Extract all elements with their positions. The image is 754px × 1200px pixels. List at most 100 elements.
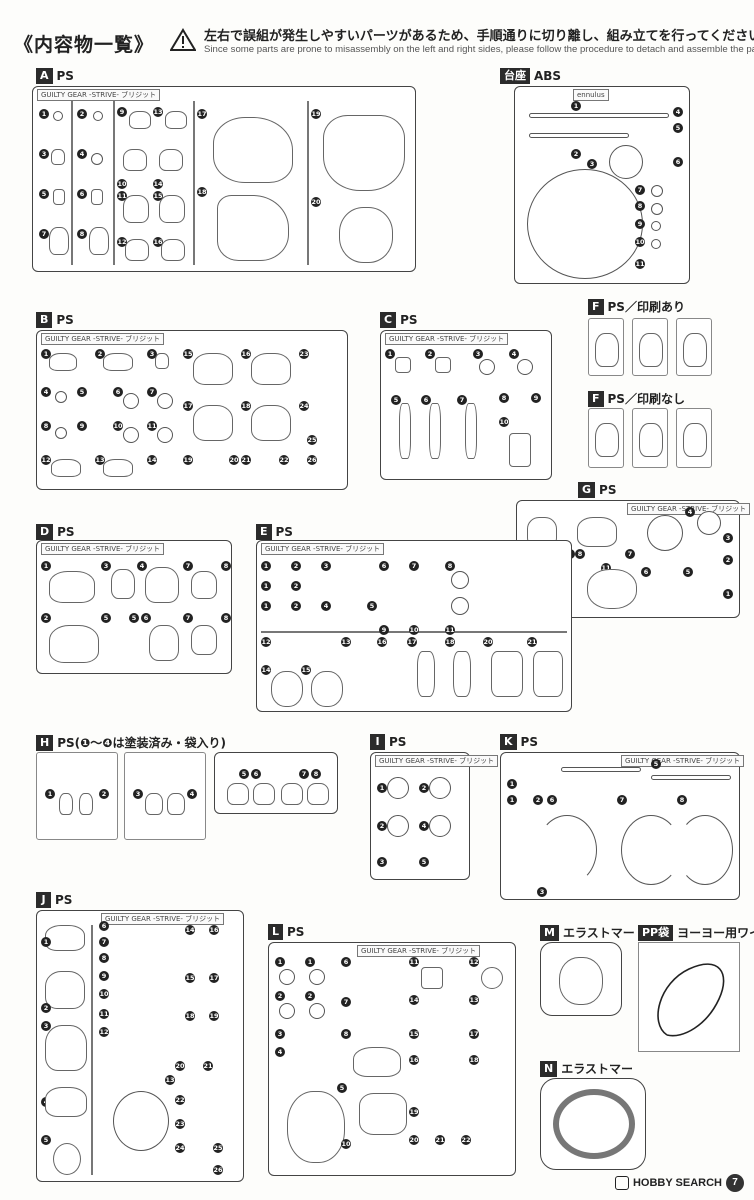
f1-part-3 xyxy=(676,318,712,376)
part-shape xyxy=(435,357,451,373)
part-number-badge: 1 xyxy=(41,937,51,947)
part-number-badge: 1 xyxy=(275,957,285,967)
part-number-badge: 10 xyxy=(341,1139,351,1149)
part-number-badge: 3 xyxy=(41,1021,51,1031)
part-number-badge: 2 xyxy=(377,821,387,831)
part-shape xyxy=(161,239,185,261)
part-number-badge: 23 xyxy=(299,349,309,359)
part-shape xyxy=(577,517,617,547)
part-shape xyxy=(529,113,669,118)
part-shape xyxy=(279,1003,295,1019)
part-shape xyxy=(309,1003,325,1019)
section-e-letter: E xyxy=(256,524,272,540)
part-shape xyxy=(271,671,303,707)
part-shape xyxy=(53,1143,81,1175)
part-shape xyxy=(49,625,99,663)
section-b-label: B PS xyxy=(36,312,74,328)
part-number-badge: 6 xyxy=(99,921,109,931)
section-base-letter: 台座 xyxy=(500,68,530,84)
runner-b: GUILTY GEAR -STRIVE- ブリジット 1 2 3 4 5 6 7… xyxy=(36,330,348,490)
part-shape xyxy=(639,333,663,367)
part-number-badge: 15 xyxy=(153,191,163,201)
part-number-badge: 3 xyxy=(275,1029,285,1039)
part-shape xyxy=(621,815,681,885)
part-number-badge: 4 xyxy=(41,387,51,397)
part-number-badge: 8 xyxy=(445,561,455,571)
part-shape xyxy=(91,925,93,1175)
part-shape xyxy=(89,227,109,255)
part-shape xyxy=(429,815,451,837)
section-pp-material: ヨーヨー用ワイヤー xyxy=(677,926,754,940)
part-shape xyxy=(253,783,275,805)
section-h-letter: H xyxy=(36,734,54,751)
part-number-badge: 5 xyxy=(391,395,401,405)
runner-base-tag: ennulus xyxy=(573,89,609,101)
part-shape xyxy=(103,459,133,477)
part-shape xyxy=(71,101,73,265)
part-number-badge: 10 xyxy=(409,625,419,635)
part-number-badge: 1 xyxy=(571,101,581,111)
part-shape xyxy=(639,423,663,457)
part-number-badge: 16 xyxy=(241,349,251,359)
part-number-badge: 11 xyxy=(445,625,455,635)
part-shape xyxy=(49,227,69,255)
part-shape xyxy=(165,111,187,129)
part-shape xyxy=(113,101,115,265)
part-number-badge: 10 xyxy=(635,237,645,247)
part-shape xyxy=(651,775,731,780)
part-shape xyxy=(307,101,309,265)
part-number-badge: 7 xyxy=(39,229,49,239)
footer: HOBBY SEARCH 7 xyxy=(614,1174,744,1192)
part-shape xyxy=(157,427,173,443)
part-shape xyxy=(49,353,77,371)
part-number-badge: 5 xyxy=(239,769,249,779)
part-shape xyxy=(359,1093,407,1135)
part-number-badge: 7 xyxy=(183,613,193,623)
part-number-badge: 5 xyxy=(41,1135,51,1145)
part-shape xyxy=(395,357,411,373)
part-shape xyxy=(49,571,95,603)
runner-c-tag: GUILTY GEAR -STRIVE- ブリジット xyxy=(385,333,509,345)
runner-d: GUILTY GEAR -STRIVE- ブリジット 1 3 4 7 8 2 5… xyxy=(36,540,232,674)
part-number-badge: 3 xyxy=(147,349,157,359)
part-number-badge: 20 xyxy=(409,1135,419,1145)
part-shape xyxy=(149,625,179,661)
section-f1-material: PS／印刷あり xyxy=(607,300,685,314)
part-shape xyxy=(93,111,103,121)
part-number-badge: 16 xyxy=(377,637,387,647)
part-shape xyxy=(193,101,195,265)
part-shape xyxy=(387,777,409,799)
section-l-material: PS xyxy=(287,925,305,939)
part-number-badge: 12 xyxy=(469,957,479,967)
part-number-badge: 8 xyxy=(677,795,687,805)
part-number-badge: 3 xyxy=(377,857,387,867)
part-number-badge: 23 xyxy=(175,1119,185,1129)
part-number-badge: 2 xyxy=(571,149,581,159)
part-shape xyxy=(45,1025,87,1071)
part-number-badge: 5 xyxy=(673,123,683,133)
part-shape xyxy=(167,793,185,815)
section-n-label: N エラストマー xyxy=(540,1060,633,1077)
warning-text-jp: 左右で誤組が発生しやすいパーツがあるため、手順通りに切り離し、組み立てを行ってく… xyxy=(204,29,754,44)
part-shape xyxy=(527,169,643,279)
part-number-badge: 9 xyxy=(531,393,541,403)
part-number-badge: 16 xyxy=(209,925,219,935)
section-f1-label: F PS／印刷あり xyxy=(588,298,685,315)
part-shape xyxy=(429,777,451,799)
section-b-letter: B xyxy=(36,312,53,328)
part-shape xyxy=(191,571,217,599)
part-number-badge: 7 xyxy=(635,185,645,195)
part-shape xyxy=(251,405,291,441)
part-shape xyxy=(339,207,393,263)
section-k-label: K PS xyxy=(500,734,538,750)
part-number-badge: 2 xyxy=(723,555,733,565)
part-shape xyxy=(509,433,531,467)
part-shape xyxy=(159,149,183,171)
section-g-material: PS xyxy=(599,483,617,497)
part-number-badge: 26 xyxy=(307,455,317,465)
part-number-badge: 3 xyxy=(587,159,597,169)
part-shape xyxy=(45,1087,87,1117)
